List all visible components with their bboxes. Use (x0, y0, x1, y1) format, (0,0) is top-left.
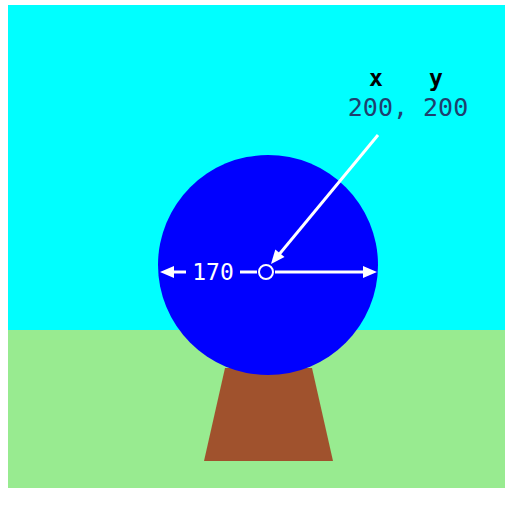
coordinate-value: 200, 200 (348, 95, 468, 120)
center-marker (259, 265, 273, 279)
tree-trunk (204, 368, 333, 461)
dimension-line (240, 271, 257, 274)
pointer-line (277, 135, 378, 257)
axis-name: y (429, 67, 443, 90)
dimension-value: 170 (192, 261, 234, 284)
dimension-head (363, 266, 377, 278)
dimension-head (160, 266, 174, 278)
axis-name: x (369, 67, 383, 90)
pointer-head (271, 249, 285, 264)
dimension-line (172, 271, 186, 274)
tree-crown (158, 155, 378, 375)
dimension-line (275, 271, 365, 274)
